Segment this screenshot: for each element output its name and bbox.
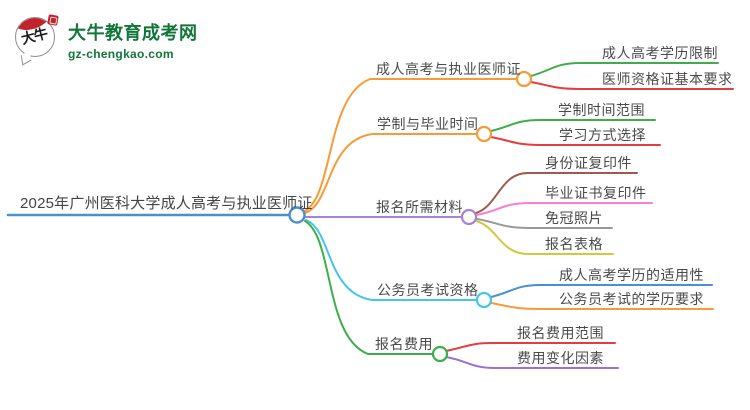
branch-2-connector[interactable]	[475, 125, 493, 143]
logo-title: 大牛教育成考网	[68, 23, 198, 43]
logo: 大牛 大牛教育成考网 gz-chengkao.com	[14, 13, 198, 66]
branch-2-label[interactable]: 学制与毕业时间	[377, 116, 479, 132]
child-2-1-line	[490, 119, 656, 132]
child-4-2-line	[490, 302, 714, 310]
child-3-4-label[interactable]: 报名表格	[545, 236, 603, 252]
branch-5-label[interactable]: 报名费用	[375, 336, 433, 352]
child-3-3-line	[476, 218, 613, 229]
child-1-1-line	[530, 62, 719, 77]
child-4-1-label[interactable]: 成人高考学历的适用性	[559, 267, 704, 283]
branch-3-connector[interactable]	[460, 208, 478, 226]
branch-1-connector[interactable]	[515, 70, 533, 88]
child-3-4-line	[475, 220, 614, 255]
child-1-2-line	[530, 81, 734, 90]
logo-text-block: 大牛教育成考网 gz-chengkao.com	[68, 13, 198, 61]
child-3-1-label[interactable]: 身份证复印件	[545, 155, 632, 171]
root-node-connector[interactable]	[288, 206, 306, 224]
branch-1-label[interactable]: 成人高考与执业医师证	[376, 61, 521, 77]
logo-bull-icon: 大牛	[14, 13, 60, 66]
child-2-1-label[interactable]: 学制时间范围	[558, 102, 645, 118]
child-5-1-line	[445, 342, 616, 352]
child-3-2-label[interactable]: 毕业证书复印件	[545, 185, 647, 201]
branch-4-label[interactable]: 公务员考试资格	[377, 282, 479, 298]
child-1-1-label[interactable]: 成人高考学历限制	[602, 45, 718, 61]
child-2-2-line	[490, 136, 661, 146]
branch-1-line	[304, 78, 518, 212]
child-4-2-label[interactable]: 公务员考试的学历要求	[559, 291, 704, 307]
child-1-2-label[interactable]: 医师资格证基本要求	[602, 71, 733, 87]
child-3-1-line	[475, 172, 638, 214]
root-node-label[interactable]: 2025年广州医科大学成人高考与执业医师证	[20, 195, 313, 212]
logo-domain: gz-chengkao.com	[68, 47, 174, 61]
branch-3-label[interactable]: 报名所需材料	[376, 199, 463, 215]
child-3-2-line	[475, 202, 653, 216]
child-2-2-label[interactable]: 学习方式选择	[559, 127, 646, 143]
branch-5-connector[interactable]	[431, 345, 449, 363]
child-5-2-line	[445, 356, 619, 369]
branch-5-line	[304, 220, 434, 355]
child-5-1-label[interactable]: 报名费用范围	[517, 325, 604, 341]
child-3-3-label[interactable]: 免冠照片	[545, 210, 603, 226]
child-5-2-label[interactable]: 费用变化因素	[517, 350, 604, 366]
branch-2-line	[304, 133, 478, 214]
child-4-1-line	[490, 284, 713, 298]
branch-4-connector[interactable]	[475, 291, 493, 309]
branch-4-line	[305, 219, 478, 301]
